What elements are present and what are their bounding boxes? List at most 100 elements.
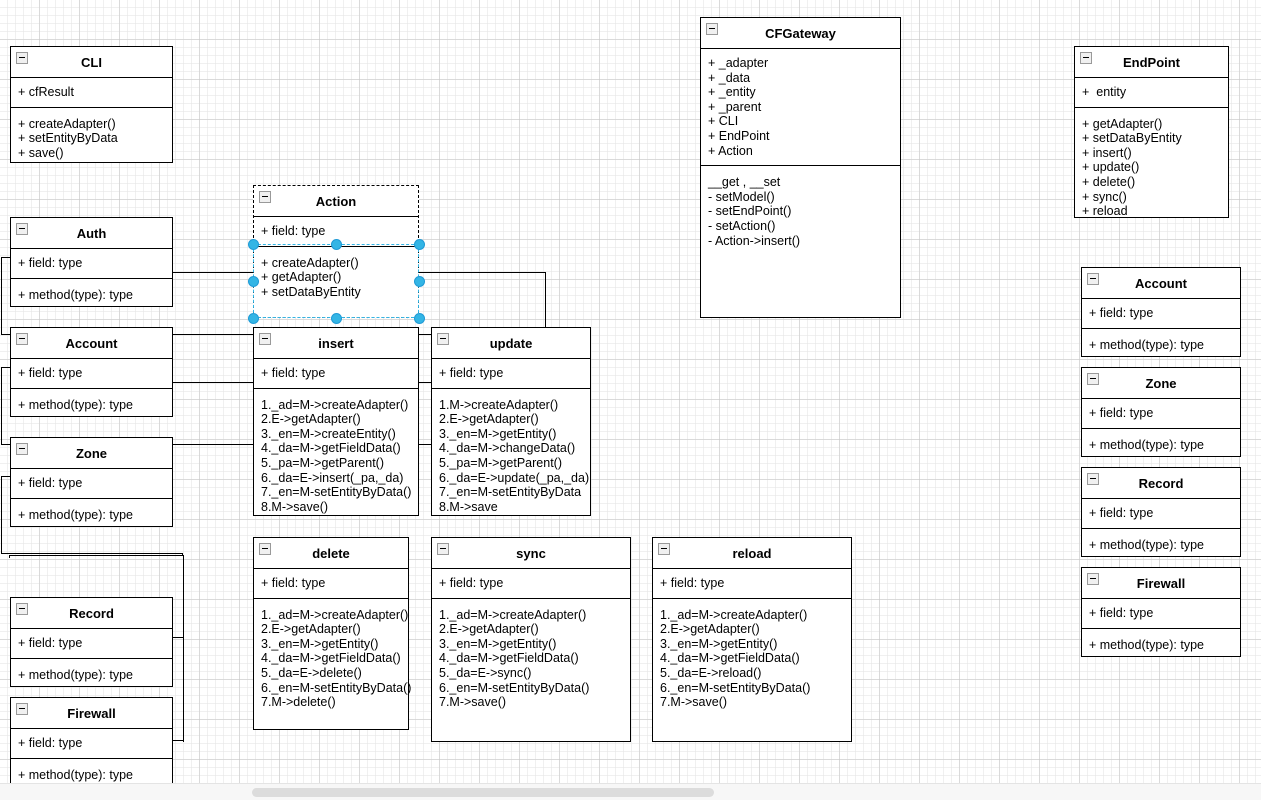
operations-compartment: + method(type): type [11, 499, 172, 532]
class-title: update [432, 328, 590, 359]
association-edge[interactable] [1, 476, 2, 554]
member-row: + field: type [18, 636, 83, 650]
collapse-minus-icon[interactable] [16, 52, 28, 64]
resize-handle[interactable] [247, 312, 259, 324]
association-edge[interactable] [9, 555, 183, 556]
uml-class-cfgateway[interactable]: CFGateway+ _adapter+ _data+ _entity+ _pa… [700, 17, 901, 318]
uml-class-auth[interactable]: Auth+ field: type+ method(type): type [10, 217, 173, 307]
uml-class-account-right[interactable]: Account+ field: type+ method(type): type [1081, 267, 1241, 357]
attributes-compartment: + field: type [1082, 399, 1240, 429]
collapse-minus-icon[interactable] [437, 333, 449, 345]
member-row: - setEndPoint() [708, 204, 792, 219]
collapse-minus-icon[interactable] [1087, 373, 1099, 385]
operations-compartment: + method(type): type [11, 389, 172, 422]
collapse-minus-icon[interactable] [259, 333, 271, 345]
uml-class-endpoint[interactable]: EndPoint+ entity+ getAdapter()+ setDataB… [1074, 46, 1229, 218]
operations-compartment: 1.M->createAdapter()2.E->getAdapter()3._… [432, 389, 590, 524]
collapse-minus-icon[interactable] [259, 543, 271, 555]
collapse-minus-icon[interactable] [706, 23, 718, 35]
collapse-minus-icon[interactable] [658, 543, 670, 555]
association-edge[interactable] [182, 553, 183, 556]
collapse-minus-icon[interactable] [259, 191, 271, 203]
association-edge[interactable] [1, 367, 2, 445]
resize-handle[interactable] [247, 275, 259, 287]
uml-class-zone-right[interactable]: Zone+ field: type+ method(type): type [1081, 367, 1241, 457]
association-edge[interactable] [9, 555, 10, 558]
operations-compartment: + method(type): type [11, 659, 172, 692]
uml-class-record-right[interactable]: Record+ field: type+ method(type): type [1081, 467, 1241, 557]
attributes-compartment: + field: type [1082, 599, 1240, 629]
attributes-compartment: + field: type [11, 469, 172, 499]
class-title: Action [254, 186, 418, 217]
collapse-minus-icon[interactable] [1087, 473, 1099, 485]
class-title: CLI [11, 47, 172, 78]
resize-handle[interactable] [413, 275, 425, 287]
horizontal-scrollbar-thumb[interactable] [252, 788, 714, 797]
operations-compartment: + method(type): type [11, 279, 172, 312]
resize-handle[interactable] [247, 238, 259, 250]
collapse-minus-icon[interactable] [1087, 573, 1099, 585]
member-row: + getAdapter() [1082, 116, 1163, 131]
member-row: + method(type): type [1089, 537, 1204, 552]
attributes-compartment: + field: type [11, 249, 172, 279]
member-row: + field: type [439, 366, 504, 380]
association-edge[interactable] [1, 257, 2, 335]
class-title: sync [432, 538, 630, 569]
resize-handle[interactable] [330, 312, 342, 324]
member-row: + method(type): type [18, 767, 133, 782]
collapse-minus-icon[interactable] [16, 703, 28, 715]
uml-class-account-left[interactable]: Account+ field: type+ method(type): type [10, 327, 173, 417]
member-row: 5._pa=M->getParent() [261, 455, 384, 470]
collapse-minus-icon[interactable] [437, 543, 449, 555]
uml-class-firewall-right[interactable]: Firewall+ field: type+ method(type): typ… [1081, 567, 1241, 657]
collapse-minus-icon[interactable] [16, 223, 28, 235]
member-row: 4._da=M->getFieldData() [660, 651, 800, 666]
member-row: + getAdapter() [261, 270, 342, 285]
association-edge[interactable] [1, 553, 183, 554]
member-row: + EndPoint [708, 128, 770, 143]
member-row: 6._en=M-setEntityByData() [261, 680, 412, 695]
collapse-minus-icon[interactable] [16, 603, 28, 615]
uml-class-action[interactable]: Action+ field: type+ createAdapter()+ ge… [253, 185, 419, 318]
member-row: + setDataByEntity [261, 284, 361, 299]
member-row: 1._ad=M->createAdapter() [261, 397, 409, 412]
member-row: 7.M->save() [439, 695, 507, 710]
association-edge[interactable] [183, 555, 184, 742]
member-row: 5._pa=M->getParent() [439, 455, 562, 470]
resize-handle[interactable] [413, 238, 425, 250]
uml-class-cli[interactable]: CLI+ cfResult+ createAdapter()+ setEntit… [10, 46, 173, 163]
association-edge[interactable] [2, 257, 11, 258]
resize-handle[interactable] [413, 312, 425, 324]
association-edge[interactable] [2, 476, 11, 477]
attributes-compartment: + field: type [653, 569, 851, 599]
collapse-minus-icon[interactable] [1080, 52, 1092, 64]
member-row: + _entity [708, 85, 756, 100]
association-edge[interactable] [545, 272, 546, 335]
uml-class-record-left[interactable]: Record+ field: type+ method(type): type [10, 597, 173, 687]
member-row: 3._en=M->getEntity() [439, 636, 557, 651]
member-row: - setModel() [708, 189, 775, 204]
attributes-compartment: + entity [1075, 78, 1228, 108]
association-edge[interactable] [2, 367, 11, 368]
attributes-compartment: + field: type [1082, 499, 1240, 529]
member-row: + save() [18, 145, 64, 160]
resize-handle[interactable] [330, 238, 342, 250]
uml-class-firewall-left[interactable]: Firewall+ field: type+ method(type): typ… [10, 697, 173, 787]
collapse-minus-icon[interactable] [16, 333, 28, 345]
member-row: 6._en=M-setEntityByData() [439, 680, 590, 695]
class-title: Account [1082, 268, 1240, 299]
member-row: + method(type): type [1089, 337, 1204, 352]
collapse-minus-icon[interactable] [16, 443, 28, 455]
uml-class-zone-left[interactable]: Zone+ field: type+ method(type): type [10, 437, 173, 527]
collapse-minus-icon[interactable] [1087, 273, 1099, 285]
horizontal-scrollbar-track[interactable] [0, 783, 1261, 800]
member-row: 5._da=E->reload() [660, 665, 762, 680]
attributes-compartment: + field: type [254, 569, 408, 599]
class-title: Firewall [1082, 568, 1240, 599]
